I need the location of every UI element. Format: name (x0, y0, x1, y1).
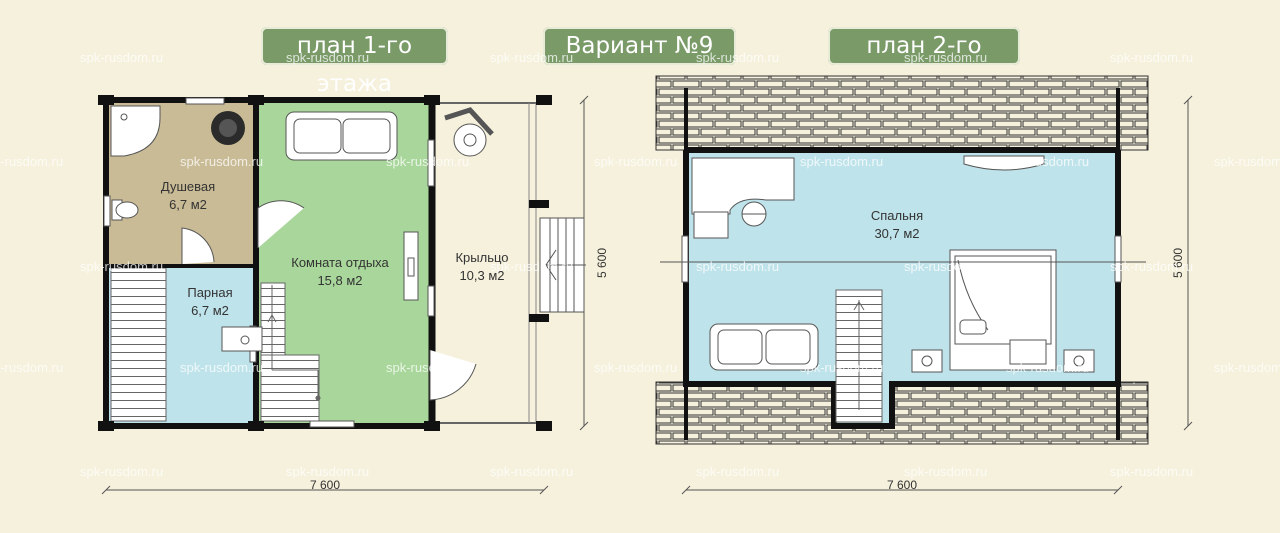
shelf-icon (963, 155, 1045, 171)
sofa2-icon (709, 323, 819, 371)
stove-icon (221, 326, 263, 352)
watermark: spk-rusdom.ru (490, 50, 573, 65)
bed-icon (949, 249, 1057, 371)
watermark: spk-rusdom.ru (386, 154, 469, 169)
toilet (111, 199, 139, 221)
watermark: spk-rusdom.ru (180, 360, 263, 375)
porch-chair-icon (444, 107, 494, 157)
plant-icon (211, 111, 245, 145)
floor2-height-label: 5 600 (1171, 248, 1185, 278)
watermarks: spk-rusdom.ru spk-rusdom.ru spk-rusdom.r… (0, 50, 1280, 479)
watermark: spk-rusdom.ru (0, 360, 63, 375)
watermark: spk-rusdom.ru (1006, 360, 1089, 375)
variant-title: Вариант №9 (543, 27, 736, 65)
watermark: spk-rusdom.ru (490, 259, 573, 274)
floor1-doors (181, 200, 477, 401)
watermark: spk-rusdom.ru (0, 154, 63, 169)
watermark: spk-rusdom.ru (286, 464, 369, 479)
watermark: spk-rusdom.ru (904, 464, 987, 479)
watermark: spk-rusdom.ru (1214, 360, 1280, 375)
lounge-name: Комната отдыха (291, 255, 389, 270)
watermark: spk-rusdom.ru (696, 259, 779, 274)
floor2-window-left (681, 235, 689, 283)
watermark: spk-rusdom.ru (490, 464, 573, 479)
desk-icon (691, 157, 795, 239)
nightstand-left-icon (911, 349, 943, 373)
watermark: spk-rusdom.ru (180, 154, 263, 169)
watermark: spk-rusdom.ru (696, 50, 779, 65)
floor1-dimension-width: 7 600 (101, 478, 549, 495)
lounge-area: 15,8 м2 (317, 273, 362, 288)
watermark: spk-rusdom.ru (800, 154, 883, 169)
roof-bottom (655, 381, 1149, 445)
porch (432, 102, 586, 424)
watermark: spk-rusdom.ru (1110, 464, 1193, 479)
watermark: spk-rusdom.ru (904, 50, 987, 65)
watermark: spk-rusdom.ru (80, 464, 163, 479)
floor2-plan: Спальня 30,7 м2 7 600 5 600 (655, 75, 1193, 495)
bedroom-area: 30,7 м2 (874, 226, 919, 241)
shower-cabin (110, 105, 161, 157)
floor1-dimension-height: 5 600 (579, 95, 609, 431)
bedroom-name: Спальня (871, 208, 923, 223)
floor2-dimension-width: 7 600 (681, 478, 1123, 495)
watermark: spk-rusdom.ru (594, 154, 677, 169)
floor2-dimension-height: 5 600 (1171, 95, 1193, 431)
watermark: spk-rusdom.ru (696, 464, 779, 479)
watermark: spk-rusdom.ru (286, 50, 369, 65)
sofa-icon (285, 111, 398, 161)
floor1-height-label: 5 600 (595, 248, 609, 278)
shower-name: Душевая (161, 179, 215, 194)
watermark: spk-rusdom.ru (386, 360, 469, 375)
porch-area: 10,3 м2 (459, 268, 504, 283)
watermark: spk-rusdom.ru (594, 360, 677, 375)
watermark: spk-rusdom.ru (1110, 50, 1193, 65)
floor1-plan: Душевая 6,7 м2 Парная 6,7 м2 Комната отд… (98, 95, 609, 495)
watermark: spk-rusdom.ru (800, 360, 883, 375)
watermark: spk-rusdom.ru (904, 259, 987, 274)
lounge-staircase (260, 282, 321, 422)
steam-bench (110, 267, 167, 422)
watermark: spk-rusdom.ru (80, 259, 163, 274)
watermark: spk-rusdom.ru (80, 50, 163, 65)
floor2-staircase (835, 289, 883, 423)
floor2-width-label: 7 600 (887, 478, 917, 492)
steam-area: 6,7 м2 (191, 303, 229, 318)
steam-name: Парная (187, 285, 232, 300)
watermark: spk-rusdom.ru (1006, 154, 1089, 169)
watermark: spk-rusdom.ru (1110, 259, 1193, 274)
porch-name: Крыльцо (455, 250, 508, 265)
floor1-title: план 1-го этажа (261, 27, 448, 97)
floor2-window-right (1114, 235, 1122, 283)
roof-top (655, 75, 1149, 151)
shower-area: 6,7 м2 (169, 197, 207, 212)
watermark: spk-rusdom.ru (1214, 154, 1280, 169)
nightstand-right-icon (1063, 349, 1095, 373)
tv-stand-icon (403, 231, 419, 301)
floor1-width-label: 7 600 (310, 478, 340, 492)
